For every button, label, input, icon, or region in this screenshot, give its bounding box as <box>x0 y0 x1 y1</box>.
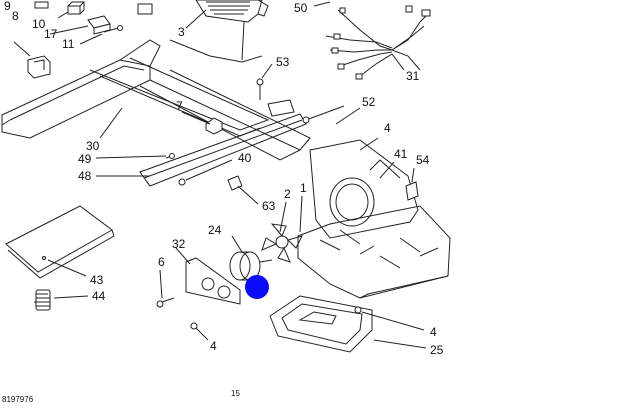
callout-4-tray: 4 <box>430 325 437 339</box>
highlight-marker <box>245 275 269 299</box>
part-screw-10 <box>67 1 86 15</box>
callout-41: 41 <box>394 147 408 161</box>
part-screw-11 <box>103 25 123 33</box>
callout-52: 52 <box>362 95 376 109</box>
part-base-pan-1 <box>297 205 451 299</box>
document-number: 8197976 <box>2 395 34 404</box>
callout-24: 24 <box>208 223 222 237</box>
part-bracket-top <box>137 3 153 15</box>
part-rail-52 <box>267 99 295 117</box>
callout-2: 2 <box>284 187 291 201</box>
callout-44: 44 <box>92 289 106 303</box>
part-cover-plate-43 <box>5 205 115 279</box>
callout-9: 9 <box>4 0 11 13</box>
part-spring-44 <box>34 289 51 311</box>
callout-labels: 9 8 10 17 11 3 50 31 53 7 52 30 4 41 54 … <box>4 0 444 357</box>
part-screw-49 <box>165 153 175 159</box>
part-base-frame-30 <box>1 39 311 187</box>
callout-8: 8 <box>12 9 19 23</box>
part-fan-blade-2 <box>261 223 303 263</box>
part-screw-53 <box>256 78 264 100</box>
callout-50: 50 <box>294 1 308 15</box>
callout-3: 3 <box>178 25 185 39</box>
callout-6: 6 <box>158 255 165 269</box>
part-screw-4-bottom <box>190 322 198 330</box>
callout-43: 43 <box>90 273 104 287</box>
callout-10: 10 <box>32 17 46 31</box>
callout-49: 49 <box>78 152 92 166</box>
part-clip-7 <box>205 117 223 135</box>
part-bolt-52 <box>302 105 345 124</box>
callout-53: 53 <box>276 55 290 69</box>
part-screw-6 <box>156 297 175 308</box>
part-control-housing-3 <box>195 0 269 61</box>
callout-11: 11 <box>62 37 75 51</box>
part-screw-40 <box>178 178 186 186</box>
callout-32: 32 <box>172 237 186 251</box>
callout-31: 31 <box>406 69 420 83</box>
callout-1: 1 <box>300 181 307 195</box>
callout-48: 48 <box>78 169 92 183</box>
part-motor-24 <box>229 251 273 281</box>
part-wire-harness-31 <box>325 5 431 80</box>
part-drip-tray-25 <box>269 295 373 353</box>
part-screw-54 <box>405 181 419 201</box>
part-screw-4-tray <box>354 306 362 314</box>
part-clip-9 <box>34 1 49 9</box>
callout-7: 7 <box>176 99 183 113</box>
leader-lines <box>13 1 427 349</box>
part-motor-bracket-32 <box>185 257 241 305</box>
callout-4-top: 4 <box>384 121 391 135</box>
part-connector-17 <box>87 15 111 35</box>
page-number: 15 <box>231 389 240 398</box>
callout-40: 40 <box>238 151 252 165</box>
callout-30: 30 <box>86 139 100 153</box>
callout-25: 25 <box>430 343 444 357</box>
callout-54: 54 <box>416 153 430 167</box>
callout-17: 17 <box>44 27 58 41</box>
callout-63: 63 <box>262 199 276 213</box>
callout-4-bottom: 4 <box>210 339 217 353</box>
part-bracket-8 <box>27 55 51 79</box>
